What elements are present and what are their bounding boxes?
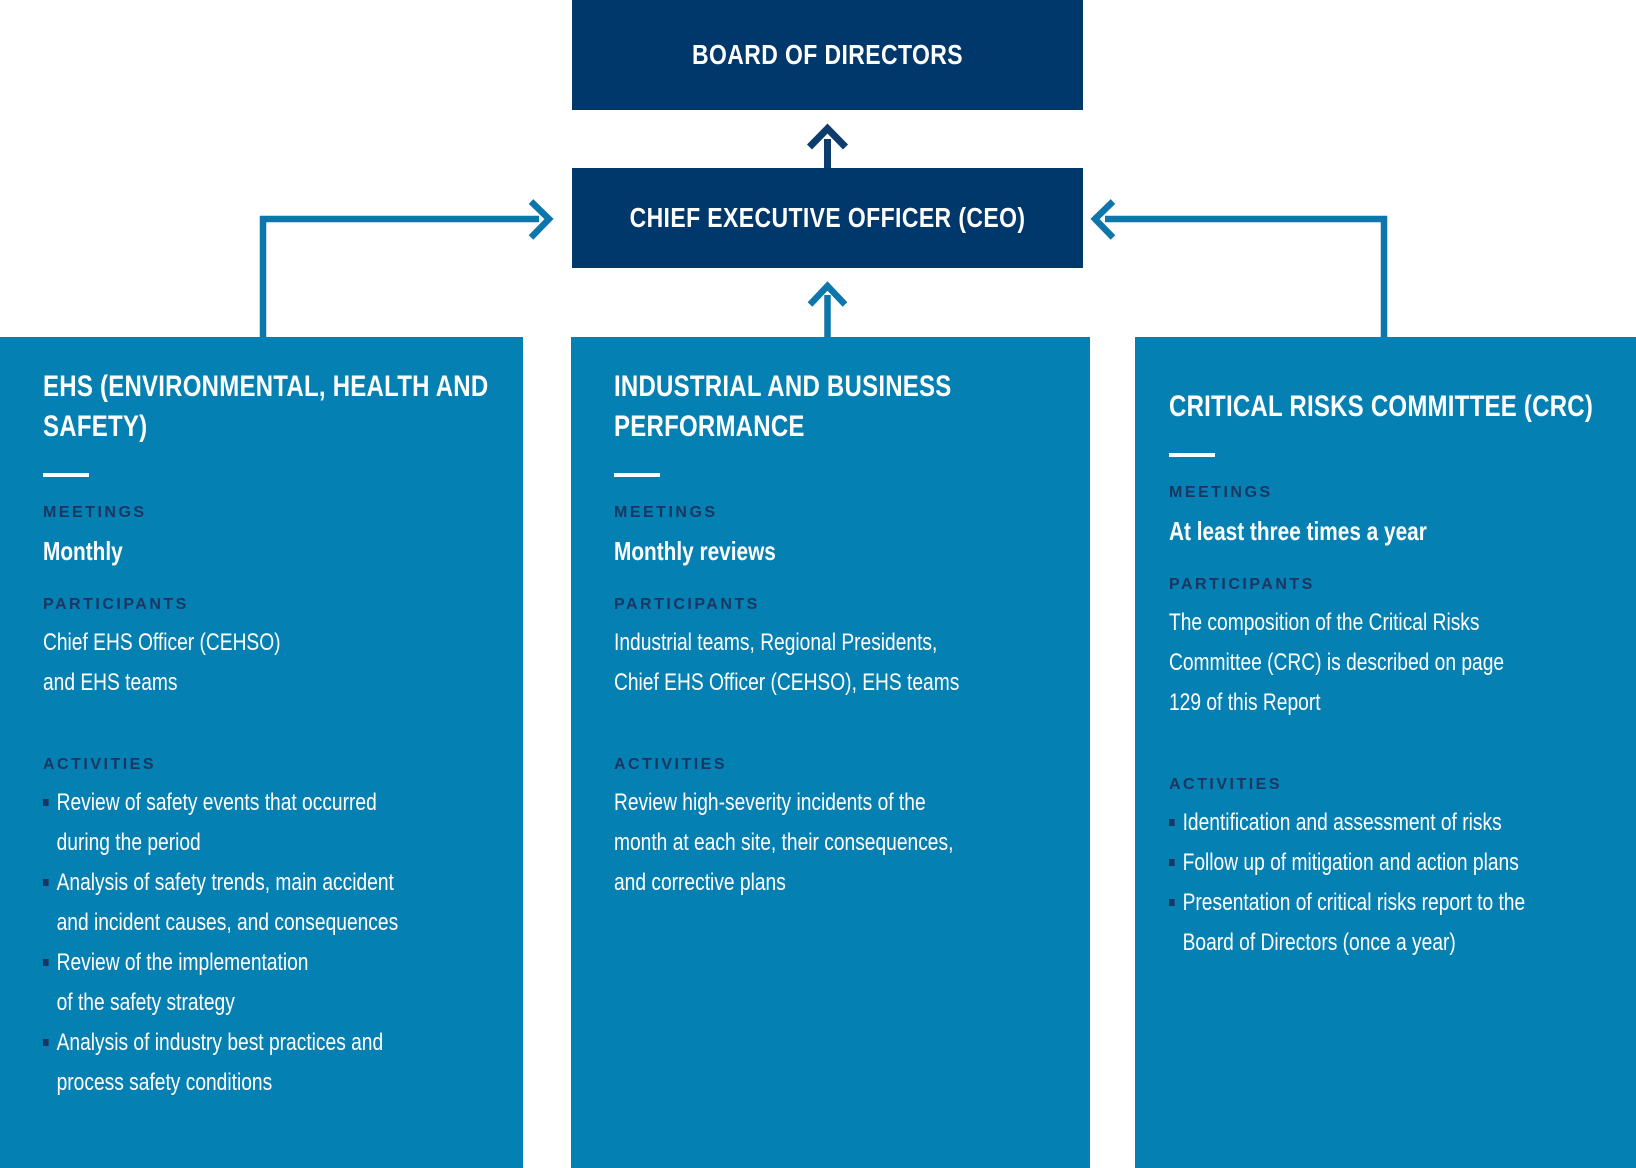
industrial-activities-text: Review high-severity incidents of the mo… <box>614 789 954 896</box>
activities-label: ACTIVITIES <box>614 756 728 773</box>
panel-critical-risks-committee: CRITICAL RISKS COMMITTEE (CRC) MEETINGS … <box>1135 337 1636 1168</box>
industrial-activities-section: ACTIVITIES Review high-severity incident… <box>614 755 1062 903</box>
panel-ehs-title: EHS (ENVIRONMENTAL, HEALTH AND SAFETY) <box>43 370 489 443</box>
activity-item: Review of safety events that occurred du… <box>42 783 495 863</box>
industrial-meetings-section: MEETINGS Monthly reviews <box>614 503 1062 571</box>
participants-label: PARTICIPANTS <box>43 596 189 613</box>
title-underline-dash <box>43 473 89 477</box>
panel-industrial-title: INDUSTRIAL AND BUSINESS PERFORMANCE <box>614 370 952 443</box>
ehs-meetings-section: MEETINGS Monthly <box>43 503 495 571</box>
title-underline-dash <box>1169 453 1215 457</box>
ehs-participants-section: PARTICIPANTS Chief EHS Officer (CEHSO) a… <box>43 595 495 703</box>
ceo-box: CHIEF EXECUTIVE OFFICER (CEO) <box>572 168 1083 268</box>
activity-item: Analysis of safety trends, main accident… <box>42 863 495 943</box>
ehs-activities-list: Review of safety events that occurred du… <box>42 783 495 1103</box>
arrow-industrial-to-ceo <box>807 281 848 338</box>
meetings-value: Monthly <box>43 536 123 566</box>
crc-activities-section: ACTIVITIES Identification and assessment… <box>1169 775 1608 963</box>
crc-meetings-section: MEETINGS At least three times a year <box>1169 483 1608 551</box>
industrial-participants-section: PARTICIPANTS Industrial teams, Regional … <box>614 595 1062 703</box>
panel-crc-title: CRITICAL RISKS COMMITTEE (CRC) <box>1169 390 1594 423</box>
ehs-activities-section: ACTIVITIES Review of safety events that … <box>42 755 495 1103</box>
meetings-value: At least three times a year <box>1169 516 1427 546</box>
activity-item: Presentation of critical risks report to… <box>1169 883 1608 963</box>
arrow-ehs-to-ceo <box>259 199 554 338</box>
activities-label: ACTIVITIES <box>43 756 157 773</box>
arrow-crc-to-ceo <box>1090 199 1388 338</box>
meetings-label: MEETINGS <box>43 504 147 521</box>
participants-value: Chief EHS Officer (CEHSO) and EHS teams <box>43 629 281 696</box>
activity-item: Analysis of industry best practices and … <box>42 1023 495 1103</box>
participants-label: PARTICIPANTS <box>614 596 760 613</box>
participants-value: The composition of the Critical Risks Co… <box>1169 609 1505 716</box>
arrow-ceo-to-board <box>806 123 849 168</box>
title-underline-dash <box>614 473 660 477</box>
ceo-label: CHIEF EXECUTIVE OFFICER (CEO) <box>629 202 1026 233</box>
activity-item: Identification and assessment of risks <box>1169 803 1608 843</box>
activity-item: Follow up of mitigation and action plans <box>1169 843 1608 883</box>
meetings-label: MEETINGS <box>614 504 718 521</box>
meetings-value: Monthly reviews <box>614 536 776 566</box>
board-of-directors-box: BOARD OF DIRECTORS <box>572 0 1083 110</box>
panel-industrial-business-performance: INDUSTRIAL AND BUSINESS PERFORMANCE MEET… <box>571 337 1090 1168</box>
participants-value: Industrial teams, Regional Presidents, C… <box>614 629 960 696</box>
activity-item: Review of the implementation of the safe… <box>42 943 495 1023</box>
panel-ehs: EHS (ENVIRONMENTAL, HEALTH AND SAFETY) M… <box>0 337 523 1168</box>
participants-label: PARTICIPANTS <box>1169 576 1315 593</box>
activities-label: ACTIVITIES <box>1169 776 1283 793</box>
crc-participants-section: PARTICIPANTS The composition of the Crit… <box>1169 575 1608 723</box>
board-of-directors-label: BOARD OF DIRECTORS <box>691 39 964 70</box>
meetings-label: MEETINGS <box>1169 484 1273 501</box>
